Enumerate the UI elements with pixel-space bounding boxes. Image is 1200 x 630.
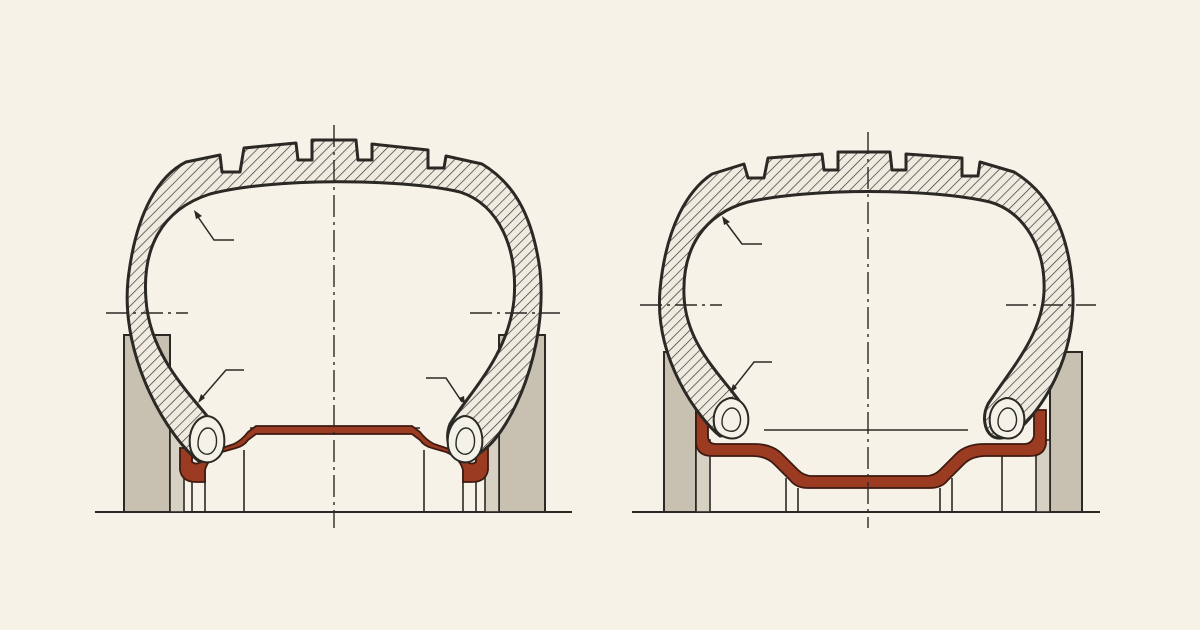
wheel-flange-right-side — [1035, 351, 1083, 513]
rim-profile — [179, 425, 489, 483]
centerlines — [106, 125, 560, 528]
leader-arrowheads — [722, 216, 737, 393]
tire-cross-section-right — [632, 132, 1100, 528]
bead-right — [446, 414, 484, 464]
leader-arrowheads — [194, 210, 465, 405]
bead-right — [988, 396, 1026, 440]
centerlines — [640, 132, 1096, 528]
tire-cross-section-left — [95, 125, 572, 528]
wheel-hub-lines — [764, 429, 1003, 512]
leader-lines — [723, 219, 772, 391]
bead-left — [712, 396, 750, 440]
tire-casing — [657, 150, 1075, 440]
bead-left — [188, 414, 226, 464]
leader-lines — [195, 213, 463, 403]
